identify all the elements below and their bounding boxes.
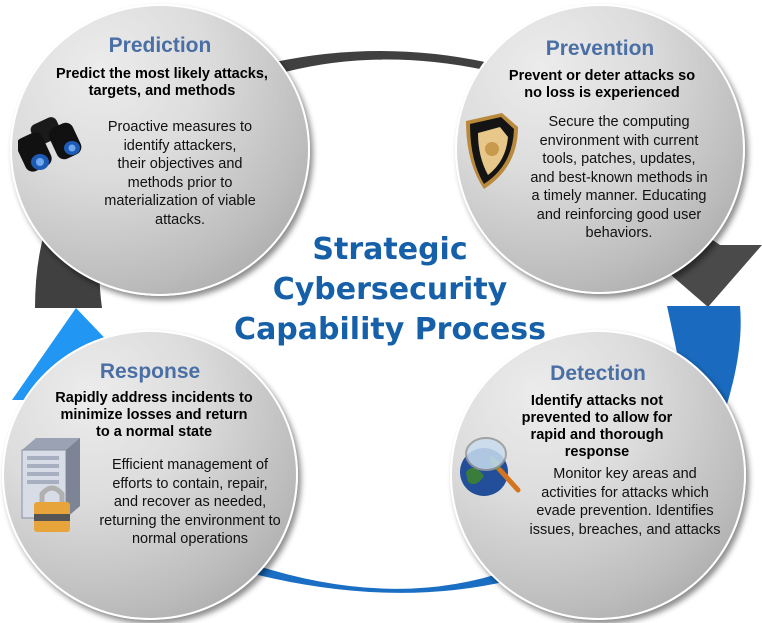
globe-magnifier-icon: [460, 437, 521, 496]
stage-body: Efficient management of efforts to conta…: [99, 457, 281, 547]
stage-title: Detection: [550, 362, 646, 385]
arrow-detection-to-response: [255, 565, 512, 593]
stage-title: Prediction: [108, 34, 212, 57]
stage-body: Monitor key areas and activities for att…: [529, 466, 721, 538]
stage-detection: Detection Identify attacks not prevented…: [450, 330, 746, 620]
stage-title: Response: [99, 360, 201, 383]
arrow-response-to-prediction: [12, 308, 118, 400]
title-line-3: Capability Process: [234, 312, 546, 347]
diagram-title: Strategic Cybersecurity Capability Proce…: [210, 230, 570, 350]
shield-icon: [466, 113, 518, 189]
stage-subtitle: Prevent or deter attacks so no loss is e…: [508, 68, 696, 101]
server-lock-icon: [21, 438, 80, 532]
title-line-2: Cybersecurity: [272, 272, 508, 307]
title-line-1: Strategic: [312, 232, 468, 267]
arrow-prediction-to-prevention: [275, 51, 485, 72]
stage-subtitle: Rapidly address incidents to minimize lo…: [55, 390, 253, 440]
stage-subtitle: Identify attacks not prevented to allow …: [521, 393, 673, 460]
stage-title: Prevention: [545, 37, 655, 60]
stage-prevention: Prevention Prevent or deter attacks so n…: [455, 4, 745, 294]
stage-response: Response Rapidly address incidents to mi…: [2, 330, 298, 620]
binoculars-icon: [18, 117, 82, 172]
stage-prediction: Prediction Predict the most likely attac…: [10, 4, 310, 296]
stage-body: Secure the computing environment with cu…: [530, 114, 708, 241]
stage-body: Proactive measures to identify attackers…: [104, 119, 256, 228]
stage-subtitle: Predict the most likely attacks, targets…: [56, 66, 268, 99]
